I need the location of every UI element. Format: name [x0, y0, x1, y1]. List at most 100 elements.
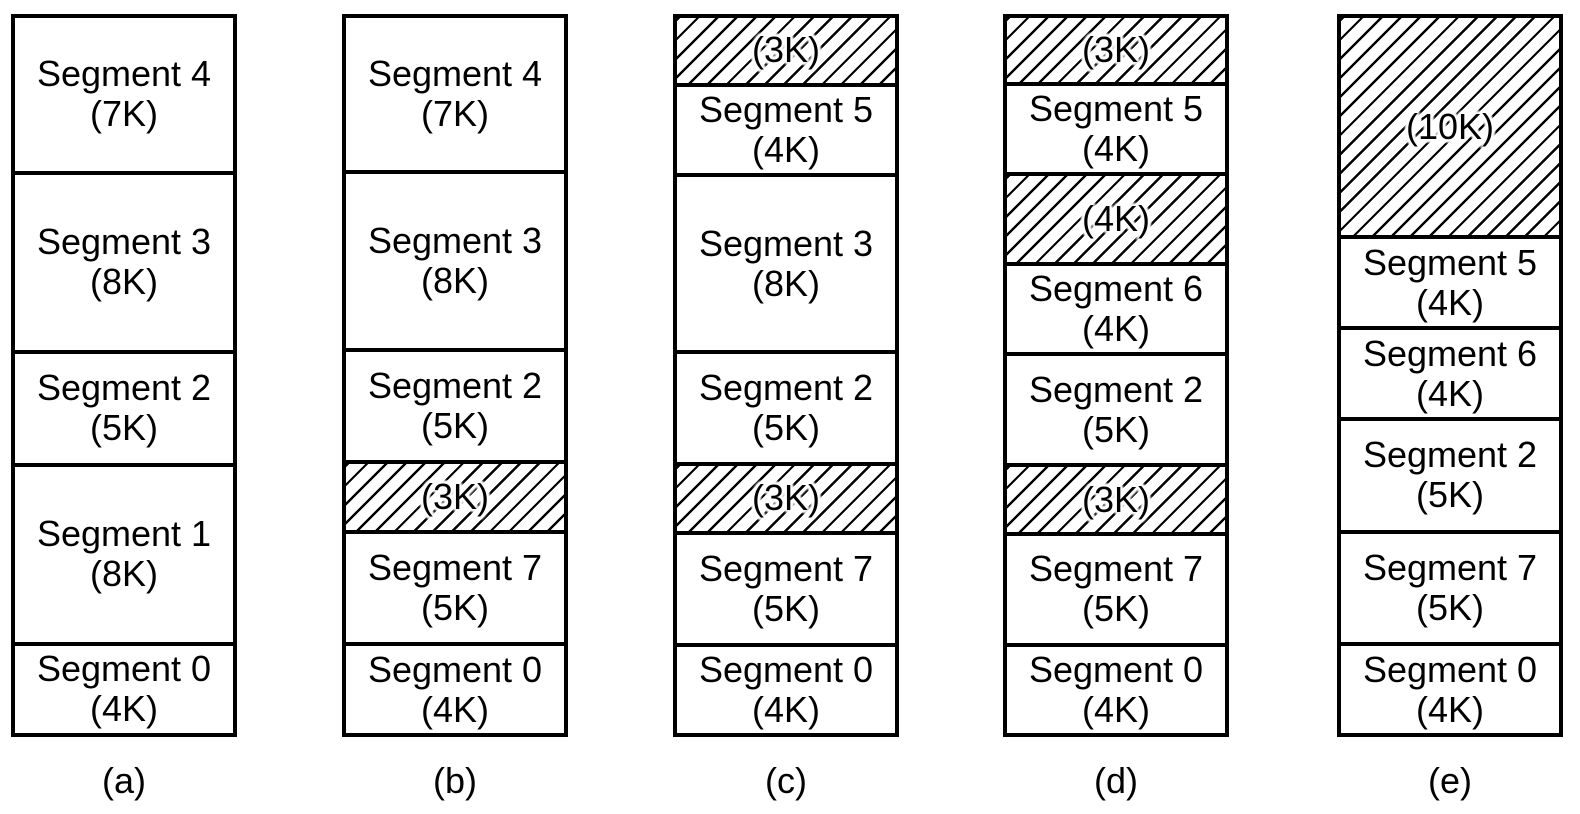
segment-size: (4K)	[1415, 281, 1484, 323]
segment-6-block: Segment 6 (4K)	[1007, 262, 1225, 353]
segment-size: (5K)	[89, 407, 158, 449]
segment-size: (5K)	[1081, 408, 1150, 450]
segment-7-block: Segment 7 (5K)	[677, 530, 895, 643]
segment-7-block: Segment 7 (5K)	[1007, 531, 1225, 644]
free-hole-3k: (3K)	[1007, 18, 1225, 83]
segment-size: (8K)	[89, 261, 158, 303]
segment-size: (5K)	[420, 405, 489, 447]
free-hole-3k: (3K)	[346, 460, 564, 530]
segment-0-block: Segment 0 (4K)	[677, 642, 895, 733]
segment-name: Segment 5	[698, 88, 874, 130]
free-hole-3k: (3K)	[1007, 463, 1225, 532]
segment-6-block: Segment 6 (4K)	[1341, 326, 1559, 417]
free-hole-3k: (3K)	[677, 461, 895, 531]
free-hole-10k: (10K)	[1341, 18, 1559, 236]
segment-size: (4K)	[751, 688, 820, 730]
segment-2-block: Segment 2 (5K)	[346, 347, 564, 461]
column-label-d: (d)	[1094, 760, 1138, 801]
segment-2-block: Segment 2 (5K)	[1341, 416, 1559, 530]
memory-column-c: (3K) Segment 5 (4K) Segment 3 (8K) Segme…	[673, 14, 899, 801]
segment-size: (4K)	[1081, 308, 1150, 350]
memory-column-b: Segment 4 (7K) Segment 3 (8K) Segment 2 …	[342, 14, 568, 801]
hole-size: (3K)	[751, 477, 820, 519]
segment-name: Segment 2	[698, 366, 874, 408]
segment-0-block: Segment 0 (4K)	[1007, 643, 1225, 733]
segment-name: Segment 0	[367, 648, 543, 690]
memory-column-d: (3K) Segment 5 (4K) (4K) Segment 6 (4K) …	[1003, 14, 1229, 801]
segment-size: (7K)	[89, 93, 158, 135]
segment-size: (8K)	[751, 262, 820, 304]
hole-size: (4K)	[1081, 198, 1150, 240]
hole-size: (10K)	[1405, 105, 1495, 147]
segment-name: Segment 0	[1362, 648, 1538, 690]
segment-name: Segment 0	[36, 648, 212, 690]
memory-box-a: Segment 4 (7K) Segment 3 (8K) Segment 2 …	[11, 14, 237, 737]
segment-name: Segment 2	[1362, 434, 1538, 476]
segment-2-block: Segment 2 (5K)	[1007, 352, 1225, 464]
memory-box-e: (10K) Segment 5 (4K) Segment 6 (4K) Segm…	[1337, 14, 1563, 737]
segment-3-block: Segment 3 (8K)	[677, 173, 895, 350]
segment-name: Segment 0	[1028, 649, 1204, 691]
segment-size: (4K)	[1081, 689, 1150, 731]
segment-name: Segment 4	[367, 53, 543, 95]
segment-4-block: Segment 4 (7K)	[15, 18, 233, 171]
segment-name: Segment 3	[36, 221, 212, 263]
segment-size: (8K)	[89, 553, 158, 595]
memory-box-d: (3K) Segment 5 (4K) (4K) Segment 6 (4K) …	[1003, 14, 1229, 737]
segment-size: (4K)	[1081, 128, 1150, 170]
segment-name: Segment 4	[36, 53, 212, 95]
segment-name: Segment 2	[36, 367, 212, 409]
segment-name: Segment 3	[367, 219, 543, 261]
segment-name: Segment 5	[1028, 88, 1204, 130]
segment-0-block: Segment 0 (4K)	[15, 641, 233, 733]
segment-size: (5K)	[1081, 588, 1150, 630]
segment-name: Segment 6	[1362, 332, 1538, 374]
column-label-b: (b)	[433, 760, 477, 801]
memory-column-e: (10K) Segment 5 (4K) Segment 6 (4K) Segm…	[1337, 14, 1563, 801]
segment-5-block: Segment 5 (4K)	[677, 82, 895, 174]
segment-5-block: Segment 5 (4K)	[1341, 235, 1559, 327]
segment-name: Segment 6	[1028, 268, 1204, 310]
segment-size: (5K)	[1415, 586, 1484, 628]
segment-4-block: Segment 4 (7K)	[346, 18, 564, 171]
column-label-a: (a)	[102, 760, 146, 801]
segment-name: Segment 7	[698, 547, 874, 589]
segment-size: (4K)	[1415, 372, 1484, 414]
segment-name: Segment 7	[1362, 546, 1538, 588]
segment-3-block: Segment 3 (8K)	[346, 170, 564, 348]
segment-size: (4K)	[89, 688, 158, 730]
segment-size: (8K)	[420, 259, 489, 301]
column-label-c: (c)	[765, 760, 807, 801]
segment-size: (5K)	[751, 587, 820, 629]
column-label-e: (e)	[1428, 760, 1472, 801]
segment-7-block: Segment 7 (5K)	[1341, 529, 1559, 643]
segment-size: (5K)	[420, 586, 489, 628]
segment-size: (4K)	[1415, 688, 1484, 730]
segment-size: (5K)	[1415, 474, 1484, 516]
segment-0-block: Segment 0 (4K)	[1341, 642, 1559, 733]
segment-1-block: Segment 1 (8K)	[15, 462, 233, 642]
segment-size: (4K)	[420, 688, 489, 730]
free-hole-3k: (3K)	[677, 18, 895, 83]
hole-size: (3K)	[420, 475, 489, 517]
segment-name: Segment 2	[367, 365, 543, 407]
segment-7-block: Segment 7 (5K)	[346, 529, 564, 643]
segment-name: Segment 3	[698, 222, 874, 264]
memory-column-a: Segment 4 (7K) Segment 3 (8K) Segment 2 …	[11, 14, 237, 801]
segment-5-block: Segment 5 (4K)	[1007, 82, 1225, 173]
segment-size: (7K)	[420, 93, 489, 135]
memory-box-b: Segment 4 (7K) Segment 3 (8K) Segment 2 …	[342, 14, 568, 737]
segment-name: Segment 0	[698, 648, 874, 690]
hole-size: (3K)	[1081, 29, 1150, 71]
segment-0-block: Segment 0 (4K)	[346, 642, 564, 733]
segment-3-block: Segment 3 (8K)	[15, 170, 233, 350]
segment-name: Segment 5	[1362, 241, 1538, 283]
segment-2-block: Segment 2 (5K)	[15, 349, 233, 463]
segment-name: Segment 1	[36, 513, 212, 555]
segment-2-block: Segment 2 (5K)	[677, 349, 895, 462]
segment-name: Segment 7	[1028, 548, 1204, 590]
free-hole-4k: (4K)	[1007, 172, 1225, 263]
segment-name: Segment 7	[367, 546, 543, 588]
memory-box-c: (3K) Segment 5 (4K) Segment 3 (8K) Segme…	[673, 14, 899, 737]
segment-size: (4K)	[751, 128, 820, 170]
